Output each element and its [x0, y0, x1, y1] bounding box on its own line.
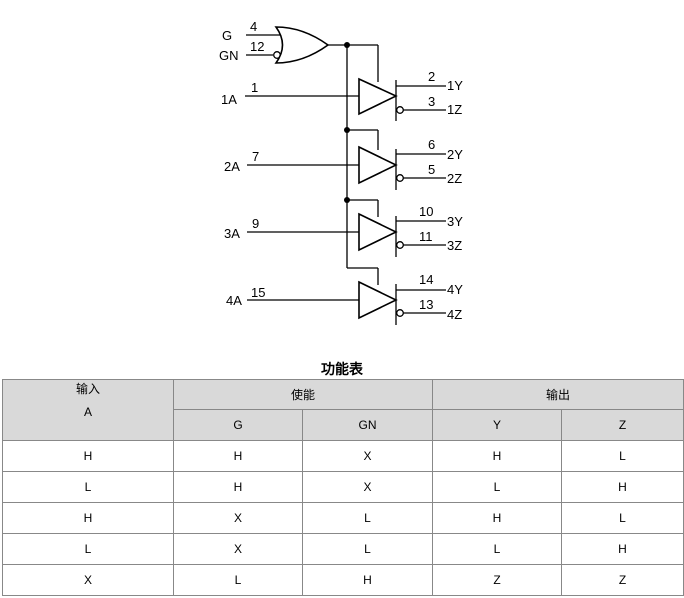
or-gate [274, 26, 330, 64]
z-label: 1Z [447, 102, 462, 117]
enable-g-pin: 4 [250, 19, 257, 34]
inverting-output-bubble [396, 174, 404, 182]
table-cell: H [561, 533, 684, 565]
table-cell: H [173, 471, 303, 503]
table-row: H H X H L [2, 440, 684, 472]
table-cell: L [432, 471, 562, 503]
input-label: 3A [224, 226, 240, 241]
y-label: 3Y [447, 214, 463, 229]
inverting-output-bubble [396, 241, 404, 249]
function-table: 输入 A 使能 输出 G GN Y Z H H X H L L H X L H … [2, 379, 684, 596]
function-table-title: 功能表 [321, 361, 363, 377]
table-cell: X [302, 471, 433, 503]
buffer-channel-3: 3A 9 10 3Y 11 3Z [224, 204, 463, 257]
column-header-gn: GN [302, 409, 433, 441]
y-pin: 6 [428, 137, 435, 152]
buffer-channel-4: 4A 15 14 4Y 13 4Z [226, 272, 463, 325]
bus-junction-dot [344, 197, 350, 203]
driver-triangle [358, 280, 398, 320]
table-cell: H [302, 564, 433, 596]
enable-gn-pin: 12 [250, 39, 264, 54]
input-pin: 7 [252, 149, 259, 164]
table-row: H X L H L [2, 502, 684, 534]
column-header-y: Y [432, 409, 562, 441]
table-cell: Z [561, 564, 684, 596]
table-cell: L [302, 502, 433, 534]
z-pin: 13 [419, 297, 433, 312]
input-header-cell: 输入 A [2, 379, 174, 441]
table-cell: L [561, 440, 684, 472]
table-cell: H [2, 440, 174, 472]
logic-diagram: G 4 GN 12 1A 1 2 1Y 3 1Z 2A 7 [219, 19, 463, 325]
table-cell: H [432, 440, 562, 472]
buffer-channel-1: 1A 1 2 1Y 3 1Z [221, 69, 463, 121]
bus-junction-dot [344, 127, 350, 133]
input-pin: 1 [251, 80, 258, 95]
z-pin: 5 [428, 162, 435, 177]
z-label: 3Z [447, 238, 462, 253]
table-cell: L [432, 533, 562, 565]
column-header-g: G [173, 409, 303, 441]
table-cell: X [173, 502, 303, 534]
input-label: 1A [221, 92, 237, 107]
table-cell: X [2, 564, 174, 596]
z-pin: 11 [419, 229, 433, 244]
table-cell: L [561, 502, 684, 534]
input-pin: 9 [252, 216, 259, 231]
driver-triangle [358, 77, 398, 116]
y-label: 2Y [447, 147, 463, 162]
table-cell: H [173, 440, 303, 472]
table-cell: H [2, 502, 174, 534]
y-pin: 10 [419, 204, 433, 219]
enable-bus [328, 44, 379, 285]
table-cell: L [2, 533, 174, 565]
enable-gn-label: GN [219, 48, 239, 63]
inverting-output-bubble [396, 309, 404, 317]
output-group-header: 输出 [432, 379, 684, 410]
y-label: 1Y [447, 78, 463, 93]
z-pin: 3 [428, 94, 435, 109]
bus-junction-dot [344, 42, 350, 48]
table-cell: X [173, 533, 303, 565]
buffer-channel-2: 2A 7 6 2Y 5 2Z [224, 137, 463, 190]
table-cell: Z [432, 564, 562, 596]
column-header-z: Z [561, 409, 684, 441]
table-cell: L [302, 533, 433, 565]
table-header-row: 输入 A 使能 输出 [2, 379, 684, 441]
table-cell: H [432, 502, 562, 534]
z-label: 2Z [447, 171, 462, 186]
z-label: 4Z [447, 307, 462, 322]
input-group-header: 输入 [75, 382, 100, 396]
input-pin: 15 [251, 285, 265, 300]
table-row: L X L L H [2, 533, 684, 565]
column-header-a: A [83, 405, 92, 419]
y-pin: 14 [419, 272, 433, 287]
inverting-output-bubble [396, 106, 404, 114]
table-cell: L [2, 471, 174, 503]
table-cell: L [173, 564, 303, 596]
enable-g-label: G [222, 28, 232, 43]
input-label: 4A [226, 293, 242, 308]
table-row: X L H Z Z [2, 564, 684, 596]
enable-group-header: 使能 [173, 379, 433, 410]
y-label: 4Y [447, 282, 463, 297]
driver-triangle [358, 212, 398, 252]
table-row: L H X L H [2, 471, 684, 503]
driver-triangle [358, 145, 398, 185]
y-pin: 2 [428, 69, 435, 84]
table-cell: X [302, 440, 433, 472]
table-cell: H [561, 471, 684, 503]
input-label: 2A [224, 159, 240, 174]
